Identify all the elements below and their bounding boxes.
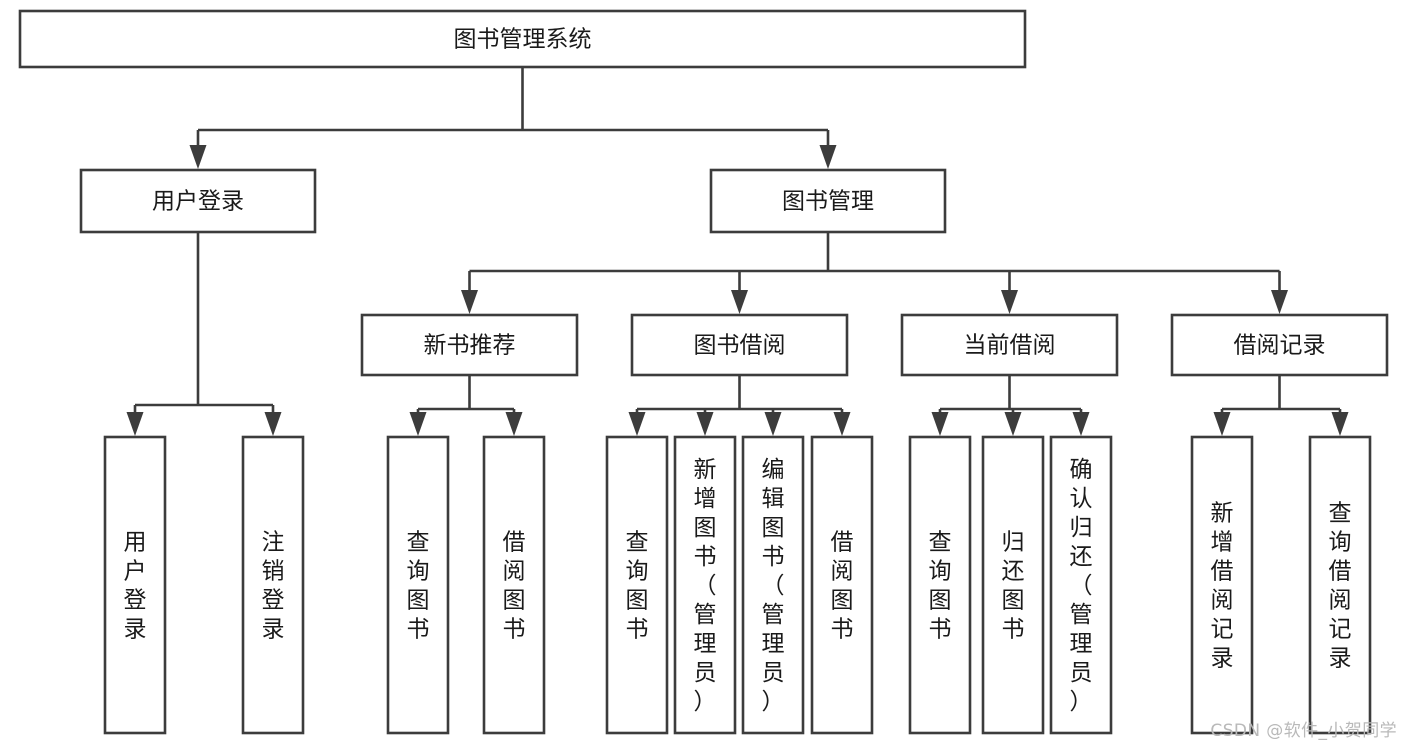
node-box-leaf-bb-query[interactable] bbox=[605, 435, 669, 735]
connector-group-current-borrow bbox=[931, 375, 1090, 436]
connector-group-root bbox=[189, 67, 837, 169]
node-root[interactable]: 图书管理系统 bbox=[18, 9, 1027, 69]
node-leaf-br-query[interactable]: 查询借阅记录 bbox=[1308, 435, 1372, 735]
node-box-leaf-rec-query[interactable] bbox=[386, 435, 450, 735]
node-box-leaf-user-login[interactable] bbox=[103, 435, 167, 735]
node-label-leaf-br-add: 新增借阅记录 bbox=[1211, 501, 1234, 672]
node-book-borrow[interactable]: 图书借阅 bbox=[630, 313, 849, 377]
node-label-leaf-br-query: 查询借阅记录 bbox=[1329, 501, 1352, 672]
node-label-book-manage: 图书管理 bbox=[782, 189, 874, 215]
node-label-leaf-cb-return: 归还图书 bbox=[1002, 530, 1025, 643]
node-box-leaf-bb-edit[interactable] bbox=[741, 435, 805, 735]
node-label-leaf-bb-add: 新增图书（管理员） bbox=[694, 457, 717, 715]
node-leaf-cb-confirm[interactable]: 确认归还（管理员） bbox=[1049, 435, 1113, 735]
node-box-current-borrow[interactable] bbox=[900, 313, 1119, 377]
node-current-borrow[interactable]: 当前借阅 bbox=[900, 313, 1119, 377]
node-box-book-manage[interactable] bbox=[709, 168, 947, 234]
node-box-leaf-bb-borrow[interactable] bbox=[810, 435, 874, 735]
node-leaf-rec-borrow[interactable]: 借阅图书 bbox=[482, 435, 546, 735]
node-box-new-book-rec[interactable] bbox=[360, 313, 579, 377]
connector-group-user-login bbox=[126, 232, 282, 436]
node-box-leaf-cb-confirm[interactable] bbox=[1049, 435, 1113, 735]
node-box-leaf-br-query[interactable] bbox=[1308, 435, 1372, 735]
node-box-leaf-user-logout[interactable] bbox=[241, 435, 305, 735]
node-leaf-rec-query[interactable]: 查询图书 bbox=[386, 435, 450, 735]
node-label-root: 图书管理系统 bbox=[454, 27, 592, 53]
nodes-layer: 图书管理系统用户登录图书管理新书推荐图书借阅当前借阅借阅记录用户登录注销登录查询… bbox=[18, 9, 1389, 735]
node-borrow-record[interactable]: 借阅记录 bbox=[1170, 313, 1389, 377]
node-box-leaf-cb-query[interactable] bbox=[908, 435, 972, 735]
node-label-leaf-rec-borrow: 借阅图书 bbox=[503, 530, 526, 643]
node-label-book-borrow: 图书借阅 bbox=[694, 333, 786, 359]
node-leaf-bb-borrow[interactable]: 借阅图书 bbox=[810, 435, 874, 735]
connector-group-new-book-rec bbox=[409, 375, 523, 436]
node-leaf-bb-add[interactable]: 新增图书（管理员） bbox=[673, 435, 737, 735]
node-box-user-login[interactable] bbox=[79, 168, 317, 234]
node-user-login[interactable]: 用户登录 bbox=[79, 168, 317, 234]
node-leaf-user-login[interactable]: 用户登录 bbox=[103, 435, 167, 735]
node-box-leaf-cb-return[interactable] bbox=[981, 435, 1045, 735]
node-box-borrow-record[interactable] bbox=[1170, 313, 1389, 377]
node-box-root[interactable] bbox=[18, 9, 1027, 69]
node-book-manage[interactable]: 图书管理 bbox=[709, 168, 947, 234]
node-new-book-rec[interactable]: 新书推荐 bbox=[360, 313, 579, 377]
connector-group-borrow-record bbox=[1213, 375, 1349, 436]
node-leaf-user-logout[interactable]: 注销登录 bbox=[241, 435, 305, 735]
node-label-user-login: 用户登录 bbox=[152, 189, 244, 215]
node-label-leaf-bb-borrow: 借阅图书 bbox=[831, 530, 854, 643]
node-leaf-cb-return[interactable]: 归还图书 bbox=[981, 435, 1045, 735]
node-label-leaf-user-login: 用户登录 bbox=[124, 530, 147, 643]
node-leaf-bb-edit[interactable]: 编辑图书（管理员） bbox=[741, 435, 805, 735]
node-box-leaf-rec-borrow[interactable] bbox=[482, 435, 546, 735]
connectors-layer bbox=[126, 67, 1349, 436]
node-label-leaf-bb-query: 查询图书 bbox=[626, 530, 649, 643]
node-box-book-borrow[interactable] bbox=[630, 313, 849, 377]
node-leaf-cb-query[interactable]: 查询图书 bbox=[908, 435, 972, 735]
node-label-current-borrow: 当前借阅 bbox=[964, 333, 1056, 359]
node-label-borrow-record: 借阅记录 bbox=[1234, 333, 1326, 359]
watermark-label: CSDN @软件_小贺同学 bbox=[1210, 721, 1397, 741]
connector-group-book-borrow bbox=[628, 375, 851, 436]
connector-group-book-manage bbox=[461, 232, 1288, 314]
node-label-new-book-rec: 新书推荐 bbox=[424, 333, 516, 359]
node-label-leaf-cb-query: 查询图书 bbox=[929, 530, 952, 643]
node-label-leaf-user-logout: 注销登录 bbox=[262, 530, 285, 643]
node-box-leaf-bb-add[interactable] bbox=[673, 435, 737, 735]
node-leaf-bb-query[interactable]: 查询图书 bbox=[605, 435, 669, 735]
node-label-leaf-rec-query: 查询图书 bbox=[407, 530, 430, 643]
node-label-leaf-cb-confirm: 确认归还（管理员） bbox=[1070, 457, 1093, 715]
node-label-leaf-bb-edit: 编辑图书（管理员） bbox=[762, 457, 785, 715]
node-leaf-br-add[interactable]: 新增借阅记录 bbox=[1190, 435, 1254, 735]
node-box-leaf-br-add[interactable] bbox=[1190, 435, 1254, 735]
